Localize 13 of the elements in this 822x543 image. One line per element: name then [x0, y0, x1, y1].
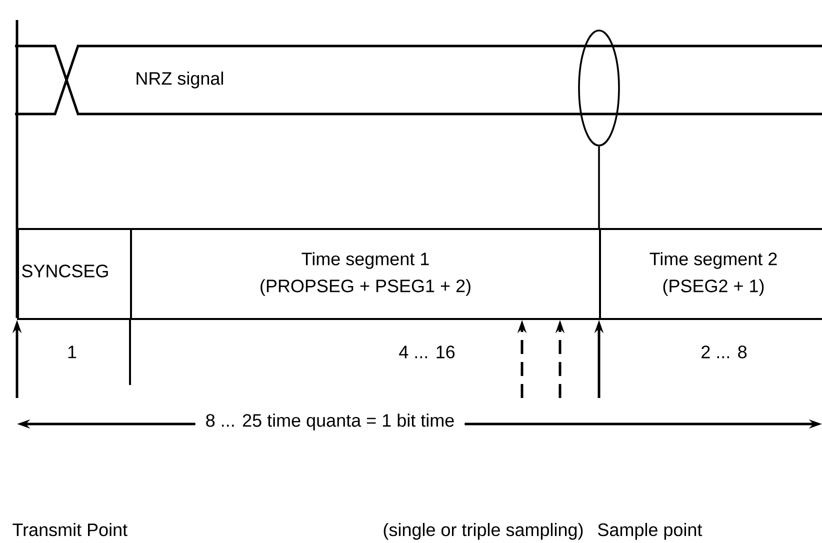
segment-cell: Time segment 2 (PSEG2 + 1) — [599, 228, 822, 320]
sample-ellipse — [578, 30, 620, 146]
dimension-label: 8 ... 25 time quanta = 1 bit time — [195, 410, 465, 434]
label: NRZ signal — [136, 72, 223, 88]
label: 1 — [68, 346, 76, 358]
label: 4 ... 16 — [399, 346, 455, 358]
label: (single or triple sampling) — [384, 522, 583, 540]
label: Sample point — [598, 522, 702, 540]
label: Transmit Point — [12, 522, 128, 536]
segment-cell: SYNCSEG — [17, 228, 132, 320]
label: 2 ... 8 — [702, 346, 747, 358]
connector-line — [598, 146, 600, 228]
segment-cell: Time segment 1 (PROPSEG + PSEG1 + 2) — [130, 228, 601, 320]
